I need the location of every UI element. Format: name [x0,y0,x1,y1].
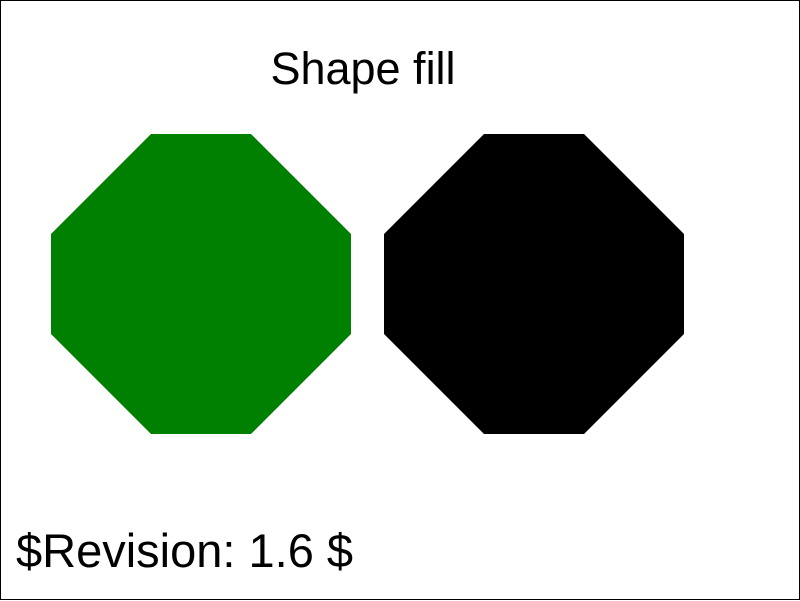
black-filled-octagon [384,134,684,434]
page-title: Shape fill [270,43,456,94]
revision-label: $Revision: 1.6 $ [16,524,354,577]
green-filled-octagon [51,134,351,434]
